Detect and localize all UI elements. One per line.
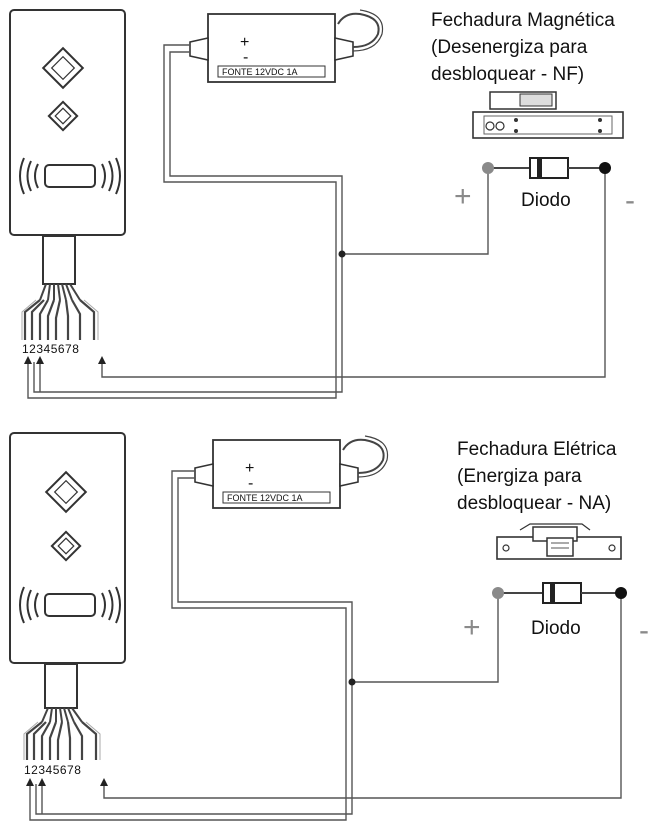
arrow-pin2 <box>36 356 44 364</box>
arrow-pin1 <box>26 778 34 786</box>
electric-strike-icon <box>496 523 622 560</box>
pin-numbers: 12345678 <box>24 763 81 777</box>
pin-numbers: 12345678 <box>22 342 79 356</box>
power-supply: + - FONTE 12VDC 1A <box>189 9 384 83</box>
lock-title: Fechadura Elétrica <box>457 439 617 460</box>
diode-positive-node <box>492 587 504 599</box>
lock-subtitle-2: desbloquear - NA) <box>457 493 611 514</box>
reader-cable <box>23 663 101 760</box>
arrow-pin8 <box>100 778 108 786</box>
psu-minus-sign: - <box>248 475 253 492</box>
arrow-pin1 <box>24 356 32 364</box>
diode-symbol <box>492 582 627 604</box>
lock-subtitle-1: (Energiza para <box>457 466 582 487</box>
positive-sign: + <box>463 611 481 644</box>
lock-subtitle-2: desbloquear - NF) <box>431 64 584 85</box>
rfid-reader-icon <box>19 157 121 195</box>
junction-dot <box>338 250 346 258</box>
diamond-small-icon <box>50 530 82 562</box>
diode-label: Diodo <box>521 190 571 211</box>
diamond-large-icon <box>41 46 85 90</box>
rfid-reader-icon <box>19 586 121 624</box>
junction-dot <box>348 678 356 686</box>
diamond-small-icon <box>47 100 79 132</box>
top-wiring <box>27 44 606 399</box>
diode-symbol <box>482 157 611 179</box>
psu-plus-sign: + <box>240 34 249 51</box>
psu-label: FONTE 12VDC 1A <box>227 493 303 503</box>
arrow-pin8 <box>98 356 106 364</box>
reader-cable <box>21 235 99 340</box>
psu-label-box <box>222 491 331 504</box>
power-supply: + - FONTE 12VDC 1A <box>194 435 389 509</box>
psu-label: FONTE 12VDC 1A <box>222 67 298 77</box>
negative-sign: - <box>639 614 649 647</box>
bottom-wiring <box>29 470 622 821</box>
diamond-large-icon <box>44 470 88 514</box>
magnetic-lock-icon <box>472 91 624 139</box>
diode-negative-node <box>599 162 611 174</box>
positive-sign: + <box>454 180 472 213</box>
diagram-magnetic-lock: 12345678 + - FONTE 12VDC 1A <box>9 9 635 399</box>
psu-label-box <box>217 65 326 78</box>
lock-title: Fechadura Magnética <box>431 10 615 31</box>
diode-positive-node <box>482 162 494 174</box>
access-reader-device <box>9 432 126 664</box>
arrow-pin2 <box>38 778 46 786</box>
lock-subtitle-1: (Desenergiza para <box>431 37 588 58</box>
diagram-electric-strike: 12345678 + - FONTE 12VDC 1A Fechadura El… <box>9 432 649 821</box>
psu-minus-sign: - <box>243 49 248 66</box>
negative-sign: - <box>625 184 635 217</box>
diode-negative-node <box>615 587 627 599</box>
diode-label: Diodo <box>531 618 581 639</box>
access-reader-device <box>9 9 126 236</box>
psu-plus-sign: + <box>245 460 254 477</box>
